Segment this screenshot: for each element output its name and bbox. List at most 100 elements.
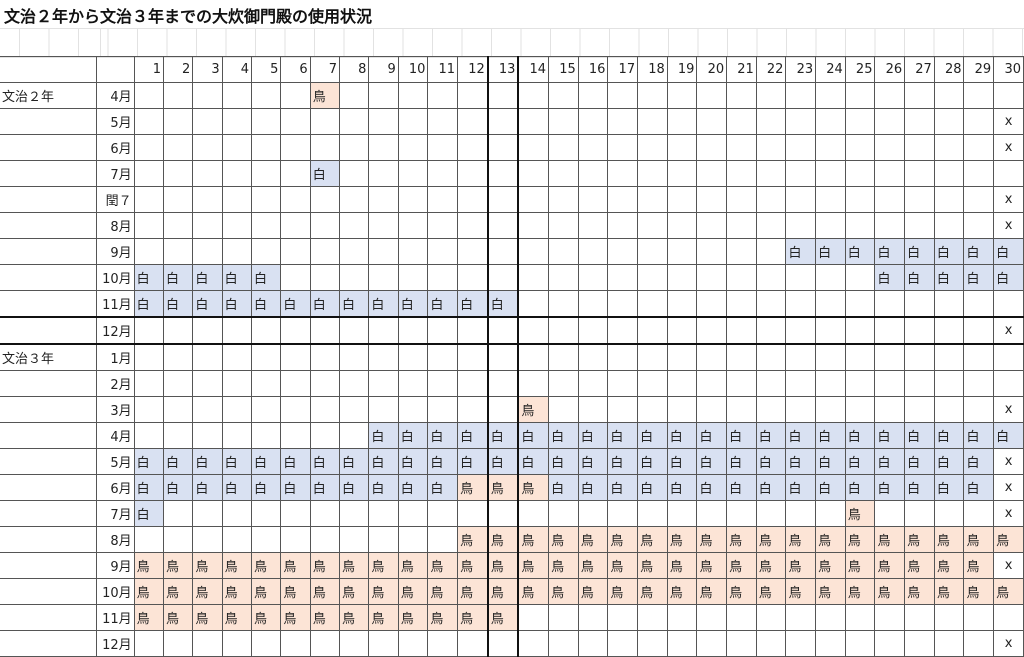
day-cell[interactable]: 白 bbox=[162, 264, 194, 291]
day-cell[interactable] bbox=[192, 500, 223, 527]
day-cell[interactable]: 白 bbox=[397, 448, 429, 475]
day-cell[interactable] bbox=[963, 108, 995, 135]
year-label[interactable] bbox=[0, 370, 97, 397]
day-cell[interactable]: 鳥 bbox=[577, 526, 609, 553]
day-cell[interactable]: 鳥 bbox=[815, 578, 846, 605]
day-cell[interactable] bbox=[815, 160, 846, 187]
day-cell[interactable] bbox=[368, 396, 399, 423]
day-cell[interactable]: x bbox=[993, 552, 1024, 579]
day-cell[interactable] bbox=[696, 316, 728, 345]
day-cell[interactable] bbox=[726, 212, 757, 239]
day-cell[interactable]: 白 bbox=[368, 474, 399, 501]
day-cell[interactable] bbox=[427, 160, 459, 187]
day-cell[interactable] bbox=[221, 422, 253, 449]
day-cell[interactable] bbox=[785, 264, 817, 291]
day-cell[interactable] bbox=[548, 134, 579, 161]
day-cell[interactable]: x bbox=[993, 134, 1024, 161]
day-cell[interactable]: 白 bbox=[577, 448, 609, 475]
day-cell[interactable] bbox=[785, 396, 817, 423]
day-cell[interactable] bbox=[696, 186, 728, 213]
day-cell[interactable] bbox=[397, 82, 429, 109]
day-cell[interactable] bbox=[368, 212, 399, 239]
year-label[interactable] bbox=[0, 630, 97, 657]
day-cell[interactable] bbox=[457, 396, 489, 423]
day-cell[interactable] bbox=[309, 316, 341, 345]
day-cell[interactable] bbox=[577, 160, 609, 187]
day-cell[interactable] bbox=[280, 370, 311, 397]
day-cell[interactable] bbox=[933, 396, 965, 423]
day-cell[interactable] bbox=[666, 500, 698, 527]
day-cell[interactable] bbox=[726, 396, 757, 423]
day-cell[interactable] bbox=[339, 108, 370, 135]
day-cell[interactable] bbox=[726, 134, 757, 161]
day-cell[interactable] bbox=[696, 343, 728, 371]
day-cell[interactable] bbox=[607, 212, 639, 239]
day-cell[interactable] bbox=[785, 316, 817, 345]
month-label[interactable]: 閏７ bbox=[95, 186, 135, 213]
day-cell[interactable] bbox=[874, 82, 906, 109]
month-label[interactable]: 4月 bbox=[95, 422, 135, 449]
day-cell[interactable]: 鳥 bbox=[250, 604, 282, 631]
day-cell[interactable] bbox=[577, 238, 609, 265]
day-cell[interactable] bbox=[904, 630, 935, 657]
day-cell[interactable] bbox=[427, 82, 459, 109]
day-cell[interactable]: 鳥 bbox=[785, 526, 817, 553]
day-cell[interactable]: 白 bbox=[397, 422, 429, 449]
day-cell[interactable] bbox=[250, 500, 282, 527]
day-cell[interactable] bbox=[162, 212, 194, 239]
day-cell[interactable] bbox=[397, 526, 429, 553]
day-header[interactable]: 30 bbox=[993, 56, 1024, 83]
day-cell[interactable] bbox=[280, 422, 311, 449]
day-cell[interactable] bbox=[162, 186, 194, 213]
day-cell[interactable] bbox=[250, 238, 282, 265]
day-cell[interactable] bbox=[339, 526, 370, 553]
day-cell[interactable] bbox=[815, 316, 846, 345]
day-cell[interactable] bbox=[755, 264, 787, 291]
day-cell[interactable] bbox=[904, 316, 935, 345]
day-cell[interactable] bbox=[221, 160, 253, 187]
day-cell[interactable] bbox=[637, 604, 668, 631]
day-cell[interactable]: 白 bbox=[192, 264, 223, 291]
day-cell[interactable] bbox=[457, 186, 489, 213]
day-cell[interactable] bbox=[250, 316, 282, 345]
year-label[interactable] bbox=[0, 604, 97, 631]
day-cell[interactable] bbox=[815, 264, 846, 291]
day-cell[interactable]: 鳥 bbox=[221, 578, 253, 605]
day-cell[interactable]: 白 bbox=[666, 448, 698, 475]
day-cell[interactable] bbox=[755, 82, 787, 109]
month-label[interactable]: 11月 bbox=[95, 604, 135, 631]
day-cell[interactable] bbox=[250, 134, 282, 161]
day-cell[interactable] bbox=[755, 316, 787, 345]
day-cell[interactable] bbox=[280, 134, 311, 161]
day-cell[interactable] bbox=[309, 422, 341, 449]
day-cell[interactable] bbox=[844, 604, 876, 631]
day-cell[interactable] bbox=[339, 396, 370, 423]
day-cell[interactable] bbox=[577, 264, 609, 291]
day-cell[interactable]: 鳥 bbox=[993, 526, 1024, 553]
day-header[interactable]: 24 bbox=[815, 56, 846, 83]
day-cell[interactable] bbox=[607, 264, 639, 291]
day-cell[interactable] bbox=[162, 396, 194, 423]
day-cell[interactable]: 白 bbox=[280, 448, 311, 475]
year-label[interactable] bbox=[0, 160, 97, 187]
day-cell[interactable]: 鳥 bbox=[726, 578, 757, 605]
day-cell[interactable] bbox=[221, 238, 253, 265]
day-header[interactable]: 8 bbox=[339, 56, 370, 83]
day-cell[interactable] bbox=[133, 160, 164, 187]
day-cell[interactable] bbox=[637, 212, 668, 239]
day-cell[interactable]: 白 bbox=[250, 264, 282, 291]
day-cell[interactable]: 白 bbox=[133, 290, 164, 318]
day-cell[interactable] bbox=[607, 134, 639, 161]
day-cell[interactable] bbox=[666, 238, 698, 265]
day-cell[interactable] bbox=[874, 160, 906, 187]
day-cell[interactable] bbox=[904, 343, 935, 371]
day-cell[interactable] bbox=[486, 264, 520, 291]
day-cell[interactable]: 白 bbox=[726, 422, 757, 449]
day-cell[interactable]: 鳥 bbox=[368, 604, 399, 631]
day-cell[interactable] bbox=[726, 290, 757, 318]
day-cell[interactable] bbox=[726, 500, 757, 527]
day-cell[interactable] bbox=[815, 186, 846, 213]
day-cell[interactable]: 白 bbox=[785, 474, 817, 501]
day-cell[interactable]: 白 bbox=[309, 474, 341, 501]
day-cell[interactable]: 鳥 bbox=[309, 552, 341, 579]
